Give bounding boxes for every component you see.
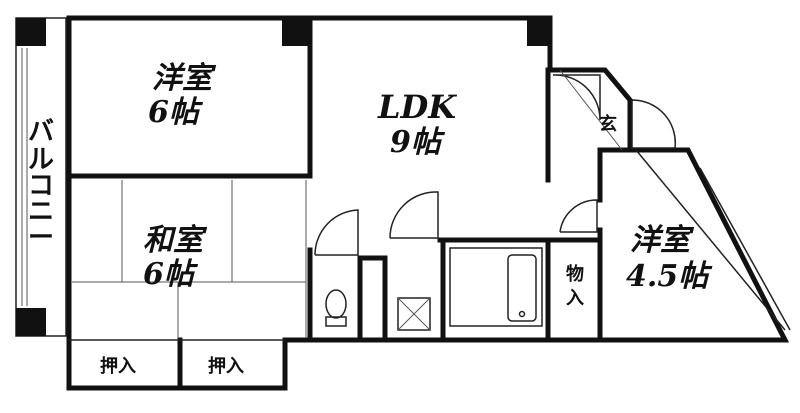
fixtures [325,69,623,331]
storage-label-1: 物 [566,263,584,285]
room-western1-size: 6帖 [148,95,204,130]
balcony-label-3: コ [28,171,54,201]
room-ldk-name: LDK [377,88,457,126]
balcony-label-1: バ [28,117,54,147]
doors [314,74,677,256]
tatami-grid [72,180,307,338]
window-diagonal-2 [699,167,791,331]
washer-cross-2 [397,297,431,331]
wall-entrance [547,67,633,153]
bathroom-box [449,247,543,327]
pillar-top-left [16,18,46,46]
bathtub [507,254,537,322]
closet2-label: 押入 [208,355,244,377]
entrance-diagonal [559,69,623,151]
room-japanese-name: 和室 [143,223,208,258]
door-storage [559,199,598,233]
balcony-label-4: ニ [28,197,54,227]
room-western2-name: 洋室 [630,223,695,258]
balcony-label-5: ー [28,223,54,253]
balcony-label-2: ル [28,145,54,175]
labels: 洋室 6帖 LDK 9帖 和室 6帖 洋室 4.5帖 玄 押入 押入 物 入 バ… [28,61,713,377]
door-toilet [314,209,359,256]
toilet-tank [325,316,347,327]
storage-label-2: 入 [566,288,584,309]
closet1-label: 押入 [100,355,136,377]
door-entrance-inner [552,74,601,121]
pillar-top-mid [282,18,310,46]
wall-bottom-left [66,337,313,391]
pillar-bottom-left [16,308,46,336]
room-western1-name: 洋室 [152,61,217,96]
door-entrance [631,99,677,149]
balcony [15,17,67,337]
washer-pan [397,297,431,331]
room-ldk-size: 9帖 [390,125,446,160]
room-japanese-size: 6帖 [143,257,199,292]
drain-icon [518,310,526,318]
window-diagonal [635,149,786,331]
entrance-label: 玄 [599,113,617,135]
interior-walls [66,15,603,391]
toilet-icon [325,289,347,319]
wall-small-room [597,147,790,343]
door-wash [389,191,439,239]
room-western2-size: 4.5帖 [626,259,713,294]
pillar-top-right [527,18,550,46]
